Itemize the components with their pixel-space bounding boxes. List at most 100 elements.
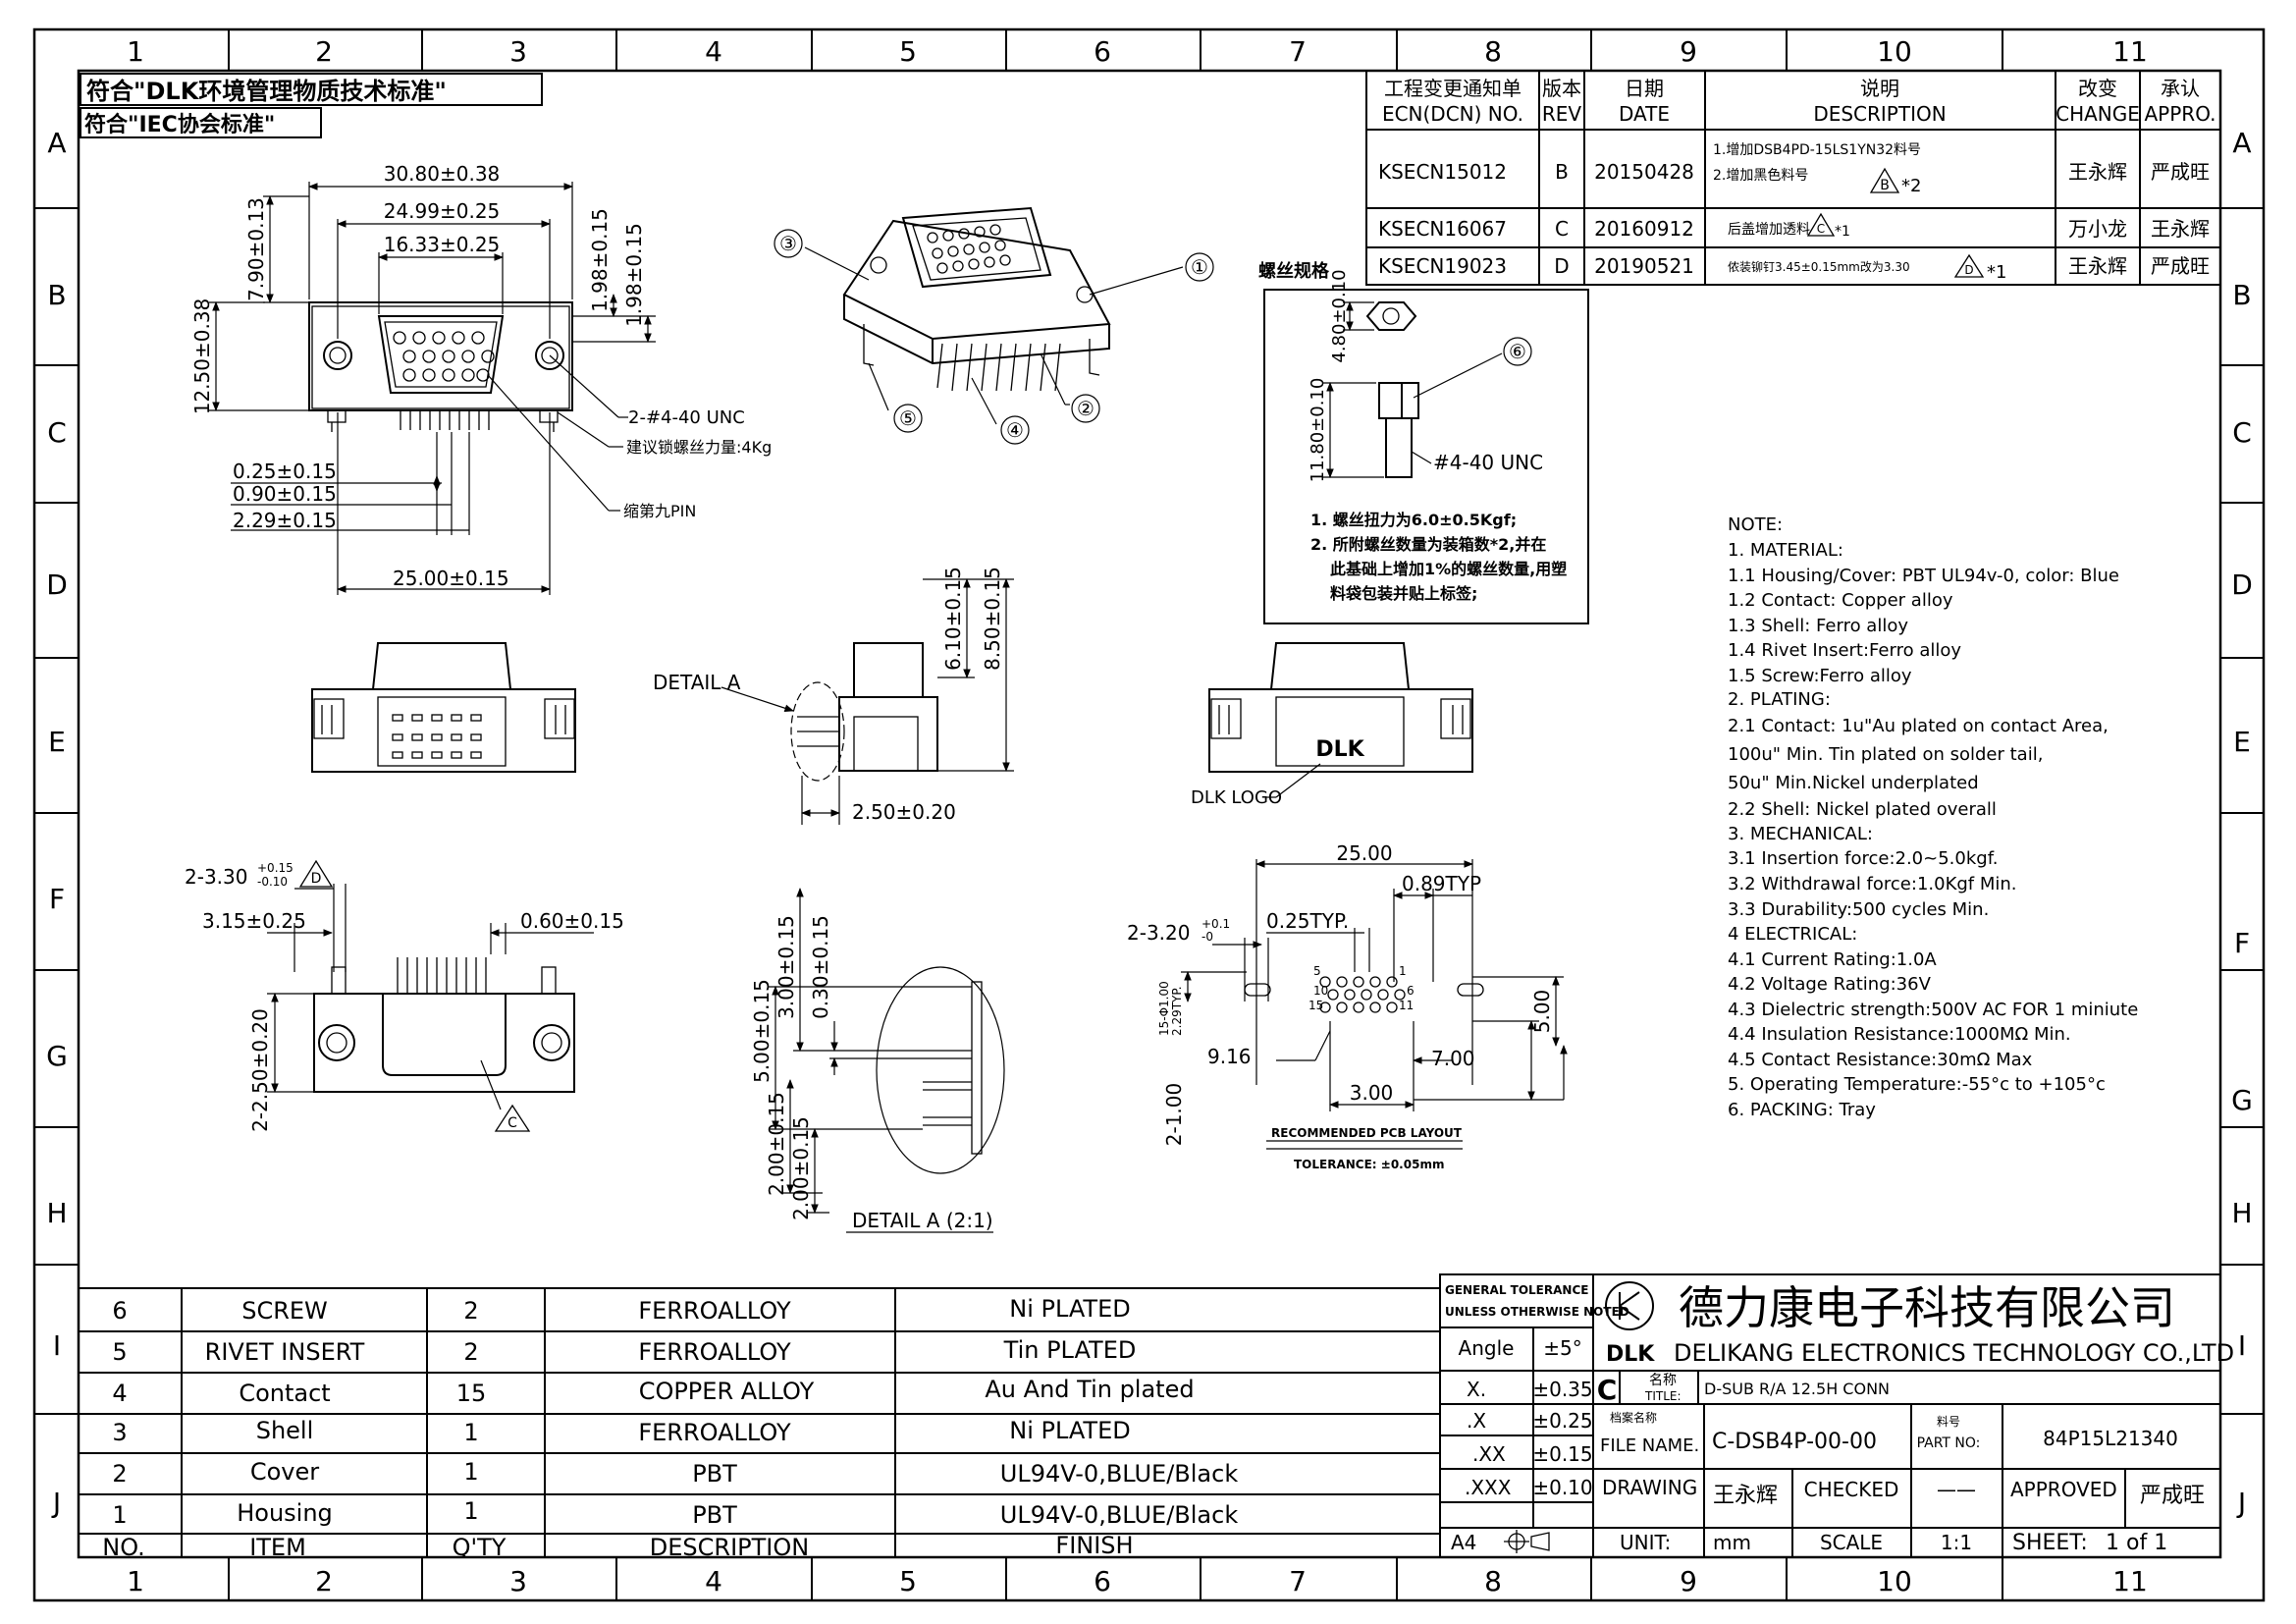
bom-cell: 1 bbox=[463, 1419, 478, 1446]
tol-val: ±0.35 bbox=[1532, 1378, 1592, 1401]
sheet-value: 1 of 1 bbox=[2106, 1531, 2167, 1555]
dim-label: 0.25TYP. bbox=[1266, 909, 1349, 933]
dim-label: 0.30±0.15 bbox=[809, 915, 832, 1019]
title-label: TITLE: bbox=[1644, 1389, 1682, 1403]
ecn-change: 王永辉 bbox=[2068, 254, 2127, 278]
col-label: 4 bbox=[705, 35, 722, 68]
bom-cell: Contact bbox=[239, 1380, 330, 1407]
screw-note: 此基础上增加1%的螺丝数量,用塑 bbox=[1330, 560, 1567, 578]
ecn-desc: 2.增加黑色料号 bbox=[1713, 167, 1808, 184]
dim-label: 5.00±0.15 bbox=[750, 979, 774, 1083]
dim-label: 2.50±0.20 bbox=[852, 800, 956, 824]
file-label: FILE NAME. bbox=[1600, 1435, 1699, 1456]
col-label: 9 bbox=[1680, 1565, 1697, 1597]
ecn-date: 20150428 bbox=[1594, 160, 1694, 184]
dim-label: 9.16 bbox=[1207, 1045, 1252, 1068]
bom-cell: 2 bbox=[112, 1460, 127, 1488]
ecn-header: DESCRIPTION bbox=[1813, 102, 1946, 126]
front-bottom-view: 2-3.30 +0.15 -0.10 D 3.15±0.25 0.60±0.15… bbox=[185, 859, 624, 1132]
ecn-rev: C bbox=[1555, 217, 1569, 241]
col-label: 1 bbox=[127, 1565, 144, 1597]
dim-label: 7.00 bbox=[1431, 1047, 1475, 1070]
dim-label: 8.50±0.15 bbox=[981, 567, 1004, 671]
bom-header: Q'TY bbox=[453, 1534, 507, 1561]
callout-5: ⑤ bbox=[899, 406, 917, 430]
dim-label: 0.89TYP bbox=[1402, 872, 1481, 895]
bom-table: 6 SCREW 2 FERROALLOY Ni PLATED 5 RIVET I… bbox=[79, 1287, 1440, 1561]
note-line: 2. PLATING: bbox=[1728, 689, 1831, 710]
row-label: I bbox=[53, 1329, 61, 1362]
col-label: 3 bbox=[509, 35, 527, 68]
row-label: A bbox=[2232, 127, 2251, 159]
note-line: 4.2 Voltage Rating:36V bbox=[1728, 974, 1932, 995]
ecn-no: KSECN15012 bbox=[1378, 160, 1507, 184]
bom-cell: 15 bbox=[456, 1380, 487, 1407]
rev-letter: C bbox=[1597, 1374, 1618, 1406]
drawing-label: DRAWING bbox=[1602, 1476, 1697, 1499]
ecn-header: 日期 bbox=[1625, 77, 1664, 100]
dim-label: 25.00±0.15 bbox=[393, 567, 509, 590]
row-label: C bbox=[47, 416, 67, 449]
row-label: E bbox=[2233, 726, 2251, 758]
bom-header: NO. bbox=[102, 1534, 145, 1561]
tol-key: Angle bbox=[1459, 1336, 1515, 1360]
dim-label: 2-3.30 bbox=[185, 865, 247, 889]
bom-header: ITEM bbox=[249, 1534, 306, 1561]
bom-cell: Au And Tin plated bbox=[985, 1376, 1194, 1403]
pin-number: 1 bbox=[1399, 964, 1407, 978]
company-name-cn: 德力康电子科技有限公司 bbox=[1679, 1281, 2175, 1334]
bom-cell: RIVET INSERT bbox=[205, 1338, 365, 1366]
sheet-size: A4 bbox=[1451, 1531, 1476, 1554]
ecn-sym: C bbox=[1817, 222, 1825, 236]
row-label: A bbox=[47, 127, 66, 159]
row-label: F bbox=[49, 883, 65, 915]
thread-label: #4-40 UNC bbox=[1433, 451, 1543, 474]
note-line: 1.2 Contact: Copper alloy bbox=[1728, 590, 1953, 611]
row-label: H bbox=[46, 1197, 67, 1229]
col-label: 5 bbox=[899, 1565, 917, 1597]
col-label: 5 bbox=[899, 35, 917, 68]
dlk-logo-mark: DLK bbox=[1315, 737, 1364, 762]
dim-label: 0.60±0.15 bbox=[520, 909, 624, 933]
screw-note: 1. 螺丝扭力为6.0±0.5Kgf; bbox=[1310, 511, 1517, 529]
ecn-desc: 后盖增加透料 bbox=[1728, 222, 1810, 238]
note-line: 100u" Min. Tin plated on solder tail, bbox=[1728, 744, 2043, 765]
ecn-appro: 严成旺 bbox=[2151, 254, 2210, 278]
ecn-header: APPRO. bbox=[2145, 102, 2216, 126]
dim-label: 3.00±0.15 bbox=[774, 915, 798, 1019]
row-label: C bbox=[2232, 416, 2252, 449]
dim-tol-lower: -0 bbox=[1201, 930, 1213, 944]
scale-value: 1:1 bbox=[1941, 1531, 1972, 1554]
screw-note: 料袋包装并贴上标签; bbox=[1330, 584, 1477, 603]
ecn-desc: 侬装铆钉3.45±0.15mm改为3.30 bbox=[1728, 259, 1910, 274]
part-cn: 料号 bbox=[1937, 1415, 1960, 1429]
bom-cell: 6 bbox=[112, 1297, 127, 1325]
tol-key: .X bbox=[1467, 1409, 1486, 1433]
note-line: 1.1 Housing/Cover: PBT UL94v-0, color: B… bbox=[1728, 566, 2119, 586]
dim-label: 2-1.00 bbox=[1162, 1083, 1186, 1146]
note-line: 4.4 Insulation Resistance:1000MΩ Min. bbox=[1728, 1024, 2071, 1045]
col-label: 8 bbox=[1484, 35, 1502, 68]
col-label: 7 bbox=[1289, 35, 1307, 68]
bom-cell: 4 bbox=[112, 1380, 127, 1407]
row-label: B bbox=[2232, 279, 2251, 311]
col-label: 10 bbox=[1877, 35, 1912, 68]
dim-label: 1.98±0.15 bbox=[588, 208, 612, 312]
col-label: 9 bbox=[1680, 35, 1697, 68]
ecn-appro: 王永辉 bbox=[2151, 217, 2210, 241]
col-label: 10 bbox=[1877, 1565, 1912, 1597]
dlk-logo-label: DLK LOGO bbox=[1191, 787, 1282, 808]
note-line: 50u" Min.Nickel underplated bbox=[1728, 773, 1979, 793]
note-label: 建议锁螺丝力量:4Kg bbox=[626, 438, 772, 457]
row-label: D bbox=[46, 568, 68, 601]
ecn-header: REV bbox=[1542, 102, 1582, 126]
row-label: D bbox=[2231, 568, 2253, 601]
note-line: 4.1 Current Rating:1.0A bbox=[1728, 949, 1937, 970]
bom-cell: 1 bbox=[463, 1497, 478, 1525]
dim-label: 2.00±0.15 bbox=[765, 1092, 788, 1196]
ecn-mark: *2 bbox=[1901, 176, 1921, 196]
tol-val: ±5° bbox=[1543, 1336, 1581, 1360]
ecn-mark: *1 bbox=[1987, 262, 2006, 283]
dim-label: 2-2.50±0.20 bbox=[248, 1008, 272, 1132]
revision-triangle-icon bbox=[1869, 167, 1900, 193]
